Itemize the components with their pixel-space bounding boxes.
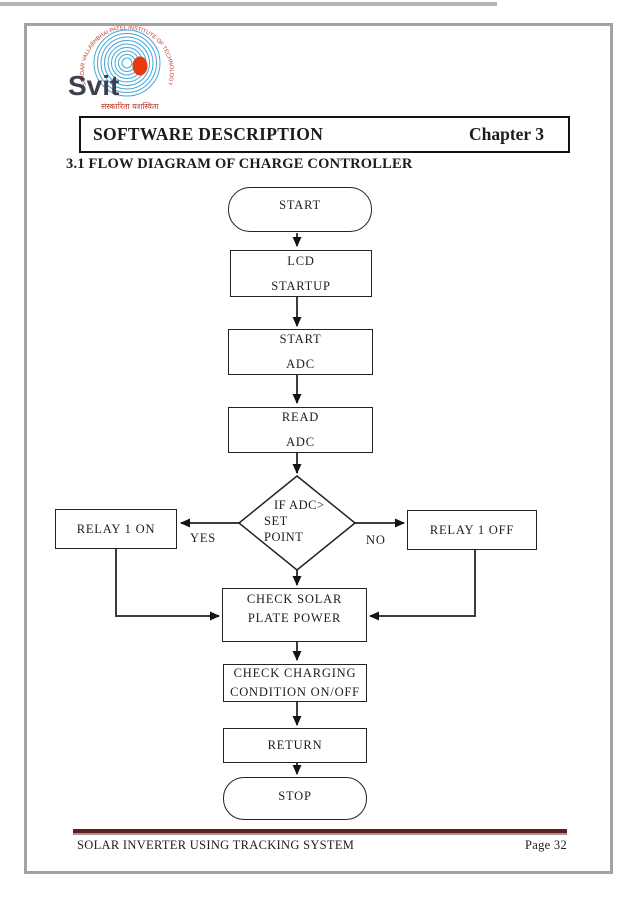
footer-rule [73,829,567,833]
logo-brand-text: Svit [68,70,119,101]
flow-node-start-adc: START ADC [228,329,373,375]
svit-logo-graphic: SARDAR VALLABHBHAI PATEL INSTITUTE OF TE… [68,25,174,111]
chapter-header-box: SOFTWARE DESCRIPTION Chapter 3 [79,116,570,153]
flow-node-read-adc-line1: READ [281,410,320,424]
decision-line2: SET [264,514,288,528]
page-footer: SOLAR INVERTER USING TRACKING SYSTEM Pag… [77,838,567,853]
flow-node-start: START [228,187,372,232]
flow-node-start-label: START [279,198,321,212]
chapter-number: Chapter 3 [468,124,544,144]
flow-node-relay1-on: RELAY 1 ON [55,509,177,549]
flow-node-check-solar-plate-power: CHECK SOLAR PLATE POWER [222,588,367,642]
section-heading: 3.1 FLOW DIAGRAM OF CHARGE CONTROLLER [66,156,413,172]
chapter-header-title: SOFTWARE DESCRIPTION [93,124,324,144]
return-label: RETURN [267,738,323,752]
flow-node-lcd-line2: STARTUP [271,278,331,293]
flow-node-read-adc: READ ADC [228,407,373,453]
edge-label-no: NO [366,533,386,547]
flow-node-read-adc-line2: ADC [286,435,315,449]
footer-document-title: SOLAR INVERTER USING TRACKING SYSTEM [77,838,355,852]
decision-line1: IF ADC> [274,498,325,512]
flow-node-decision-text: IF ADC> SET POINT [264,497,344,545]
check-solar-line2: PLATE POWER [247,611,342,625]
check-charging-line1: CHECK CHARGING [233,666,357,680]
flow-node-stop: STOP [223,777,367,820]
flow-node-check-charging-condition: CHECK CHARGING CONDITION ON/OFF [223,664,367,702]
logo-motto-text: संस्कारिता यशस्विता [101,101,160,111]
flow-node-relay1-off: RELAY 1 OFF [407,510,537,550]
footer-page-number: Page 32 [524,838,567,852]
relay1-on-label: RELAY 1 ON [76,521,156,536]
flow-node-return: RETURN [223,728,367,763]
flow-node-lcd-startup: LCD STARTUP [230,250,372,297]
relay1-off-label: RELAY 1 OFF [429,522,515,537]
stop-label: STOP [278,789,312,803]
footer-rule-shadow [73,833,567,835]
decision-line3: POINT [264,530,304,544]
logo-red-dot [132,56,148,76]
check-charging-line2: CONDITION ON/OFF [230,685,360,699]
flow-node-start-adc-line2: ADC [286,357,315,371]
check-solar-line1: CHECK SOLAR [246,592,343,606]
flow-node-lcd-line1: LCD [287,253,315,268]
flow-node-start-adc-line1: START [279,332,322,346]
edge-label-yes: YES [190,531,217,545]
svit-logo: SARDAR VALLABHBHAI PATEL INSTITUTE OF TE… [65,25,193,116]
viewer-top-bar [0,2,497,6]
